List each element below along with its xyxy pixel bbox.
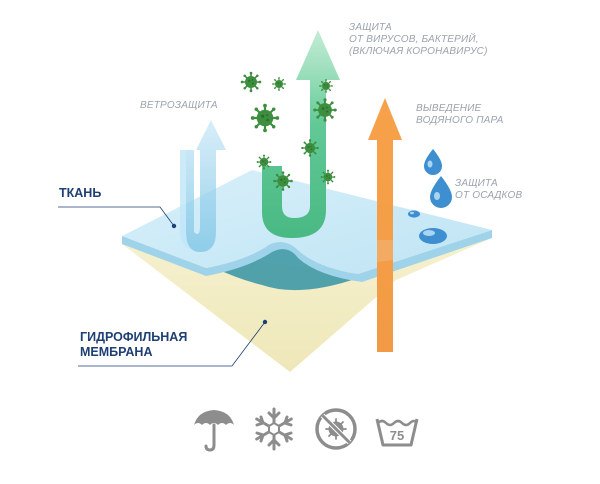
snowflake-icon bbox=[250, 405, 298, 453]
wash-temperature-label: 75 bbox=[390, 428, 404, 443]
fabric-label: ТКАНЬ bbox=[59, 186, 102, 200]
membrane-label: ГИДРОФИЛЬНАЯ МЕМБРАНА bbox=[80, 330, 188, 359]
rain-protection-label: ЗАЩИТА ОТ ОСАДКОВ bbox=[455, 178, 523, 201]
no-virus-icon bbox=[312, 405, 360, 453]
virus-protection-label: ЗАЩИТА ОТ ВИРУСОВ, БАКТЕРИЙ, (ВКЛЮЧАЯ КО… bbox=[349, 22, 488, 57]
vapor-removal-label: ВЫВЕДЕНИЕ ВОДЯНОГО ПАРА bbox=[416, 103, 504, 126]
leader-lines bbox=[58, 206, 268, 367]
fabric-side bbox=[122, 230, 492, 282]
water-drops bbox=[408, 149, 452, 244]
umbrella-icon bbox=[190, 405, 238, 453]
wash-75-icon: 75 bbox=[373, 405, 421, 453]
membrane-fold bbox=[215, 245, 358, 291]
vapor-arrow bbox=[368, 98, 402, 352]
wind-arrow bbox=[186, 120, 226, 252]
wind-protection-label: ВЕТРОЗАЩИТА bbox=[140, 100, 218, 111]
